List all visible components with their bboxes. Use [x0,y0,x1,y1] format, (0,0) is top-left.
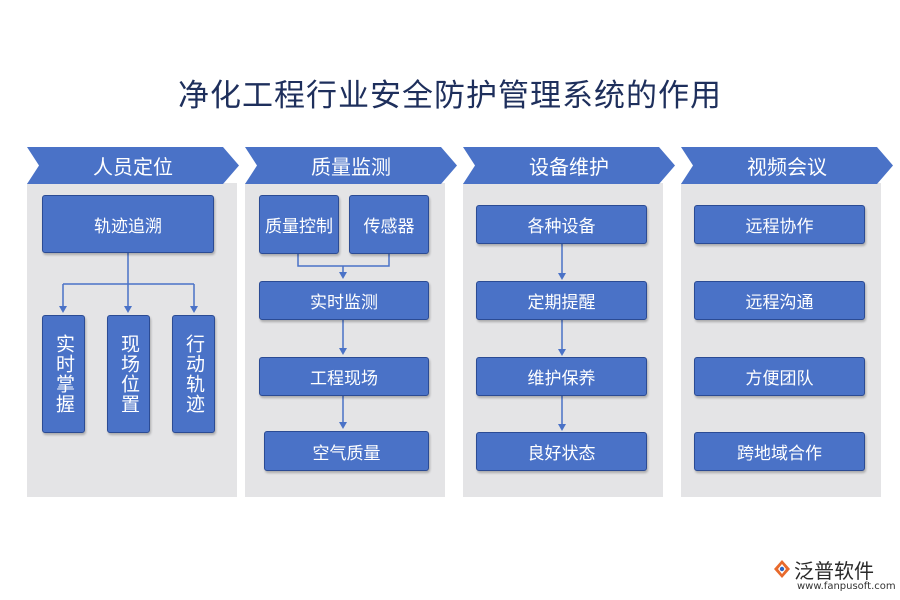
box-realtime-grasp: 实时掌握 [42,315,85,433]
connector-sensor [343,254,390,267]
column-header-equipment: 设备维护 [463,147,675,184]
page-title: 净化工程行业安全防护管理系统的作用 [178,78,722,114]
box-various-equipment: 各种设备 [476,205,647,244]
brand-url: www.fanpusoft.com [797,581,896,592]
column-header-video: 视频会议 [681,147,893,184]
box-team-convenience: 方便团队 [694,357,865,396]
box-site-location: 现场位置 [107,315,150,433]
column-header-personnel: 人员定位 [27,147,239,184]
box-air-quality: 空气质量 [264,431,429,471]
box-realtime-grasp-label: 实时掌握 [53,334,75,414]
box-good-condition: 良好状态 [476,432,647,471]
box-action-trajectory-label: 行动轨迹 [183,334,205,414]
brand-logo: 泛普软件 www.fanpusoft.com [770,555,896,597]
box-remote-communication: 远程沟通 [694,281,865,320]
box-remote-collaboration: 远程协作 [694,205,865,244]
box-site-location-label: 现场位置 [118,334,140,414]
box-cross-region: 跨地域合作 [694,432,865,471]
box-action-trajectory: 行动轨迹 [172,315,215,433]
box-trajectory-trace: 轨迹追溯 [42,195,214,253]
box-regular-reminder: 定期提醒 [476,281,647,320]
connector-quality-control [297,254,343,267]
brand-name: 泛普软件 [794,559,874,583]
box-maintenance: 维护保养 [476,357,647,396]
box-project-site: 工程现场 [259,357,429,396]
box-sensor: 传感器 [349,195,429,254]
brand-logo-icon [774,560,790,578]
column-header-quality: 质量监测 [245,147,457,184]
box-realtime-monitoring: 实时监测 [259,281,429,320]
box-quality-control: 质量控制 [259,195,339,254]
